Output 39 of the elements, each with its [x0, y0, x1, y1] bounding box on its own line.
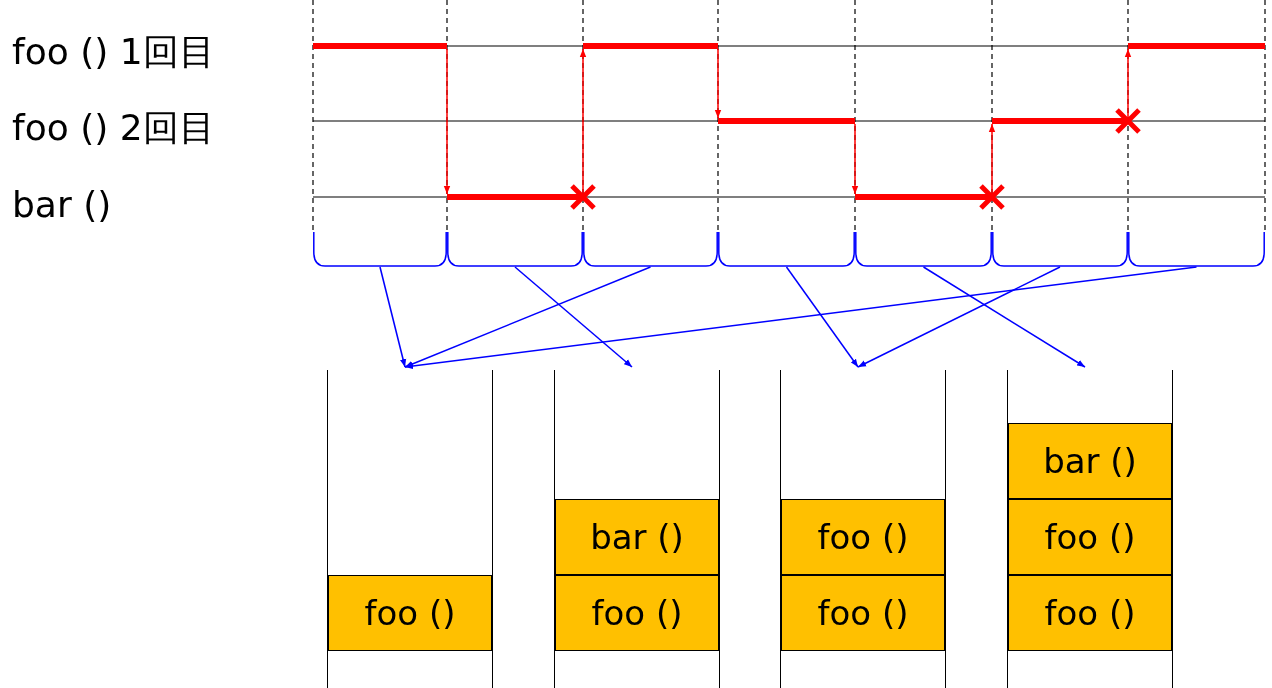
- interval-brace: [1128, 232, 1265, 267]
- arrow: [443, 48, 451, 195]
- row-label: foo () 2回目: [12, 108, 215, 148]
- stack-column: [780, 370, 946, 688]
- arrow: [988, 123, 996, 195]
- interval-brace: [718, 232, 855, 267]
- stack-frame: foo (): [555, 575, 719, 651]
- stack-frame: foo (): [781, 499, 945, 575]
- interval-brace: [992, 232, 1128, 267]
- interval-brace: [313, 232, 447, 267]
- row-label: foo () 1回目: [12, 32, 215, 72]
- arrow: [922, 266, 1086, 368]
- arrow: [1124, 48, 1132, 119]
- execution-bar: [718, 118, 855, 124]
- stack-frame: foo (): [1008, 575, 1172, 651]
- arrow: [379, 266, 407, 368]
- interval-brace: [447, 232, 583, 267]
- stack-frame: foo (): [1008, 499, 1172, 575]
- stack-column: [1007, 370, 1173, 688]
- arrow: [404, 266, 652, 368]
- execution-bar: [1128, 43, 1265, 49]
- stack-frame: bar (): [555, 499, 719, 575]
- stack-frame: foo (): [781, 575, 945, 651]
- arrow: [785, 266, 859, 368]
- arrow: [714, 48, 722, 119]
- interval-brace: [855, 232, 992, 267]
- row-label: bar (): [12, 185, 112, 225]
- arrow: [851, 123, 859, 195]
- arrow: [857, 266, 1061, 368]
- interval-brace: [583, 232, 718, 267]
- stack-column: [327, 370, 493, 688]
- execution-bar: [313, 43, 447, 49]
- stack-frame: foo (): [328, 575, 492, 651]
- stack-frame: bar (): [1008, 423, 1172, 499]
- arrow: [514, 266, 633, 368]
- execution-bar: [583, 43, 718, 49]
- stack-column: [554, 370, 720, 688]
- arrow: [404, 266, 1198, 370]
- arrow: [579, 48, 587, 195]
